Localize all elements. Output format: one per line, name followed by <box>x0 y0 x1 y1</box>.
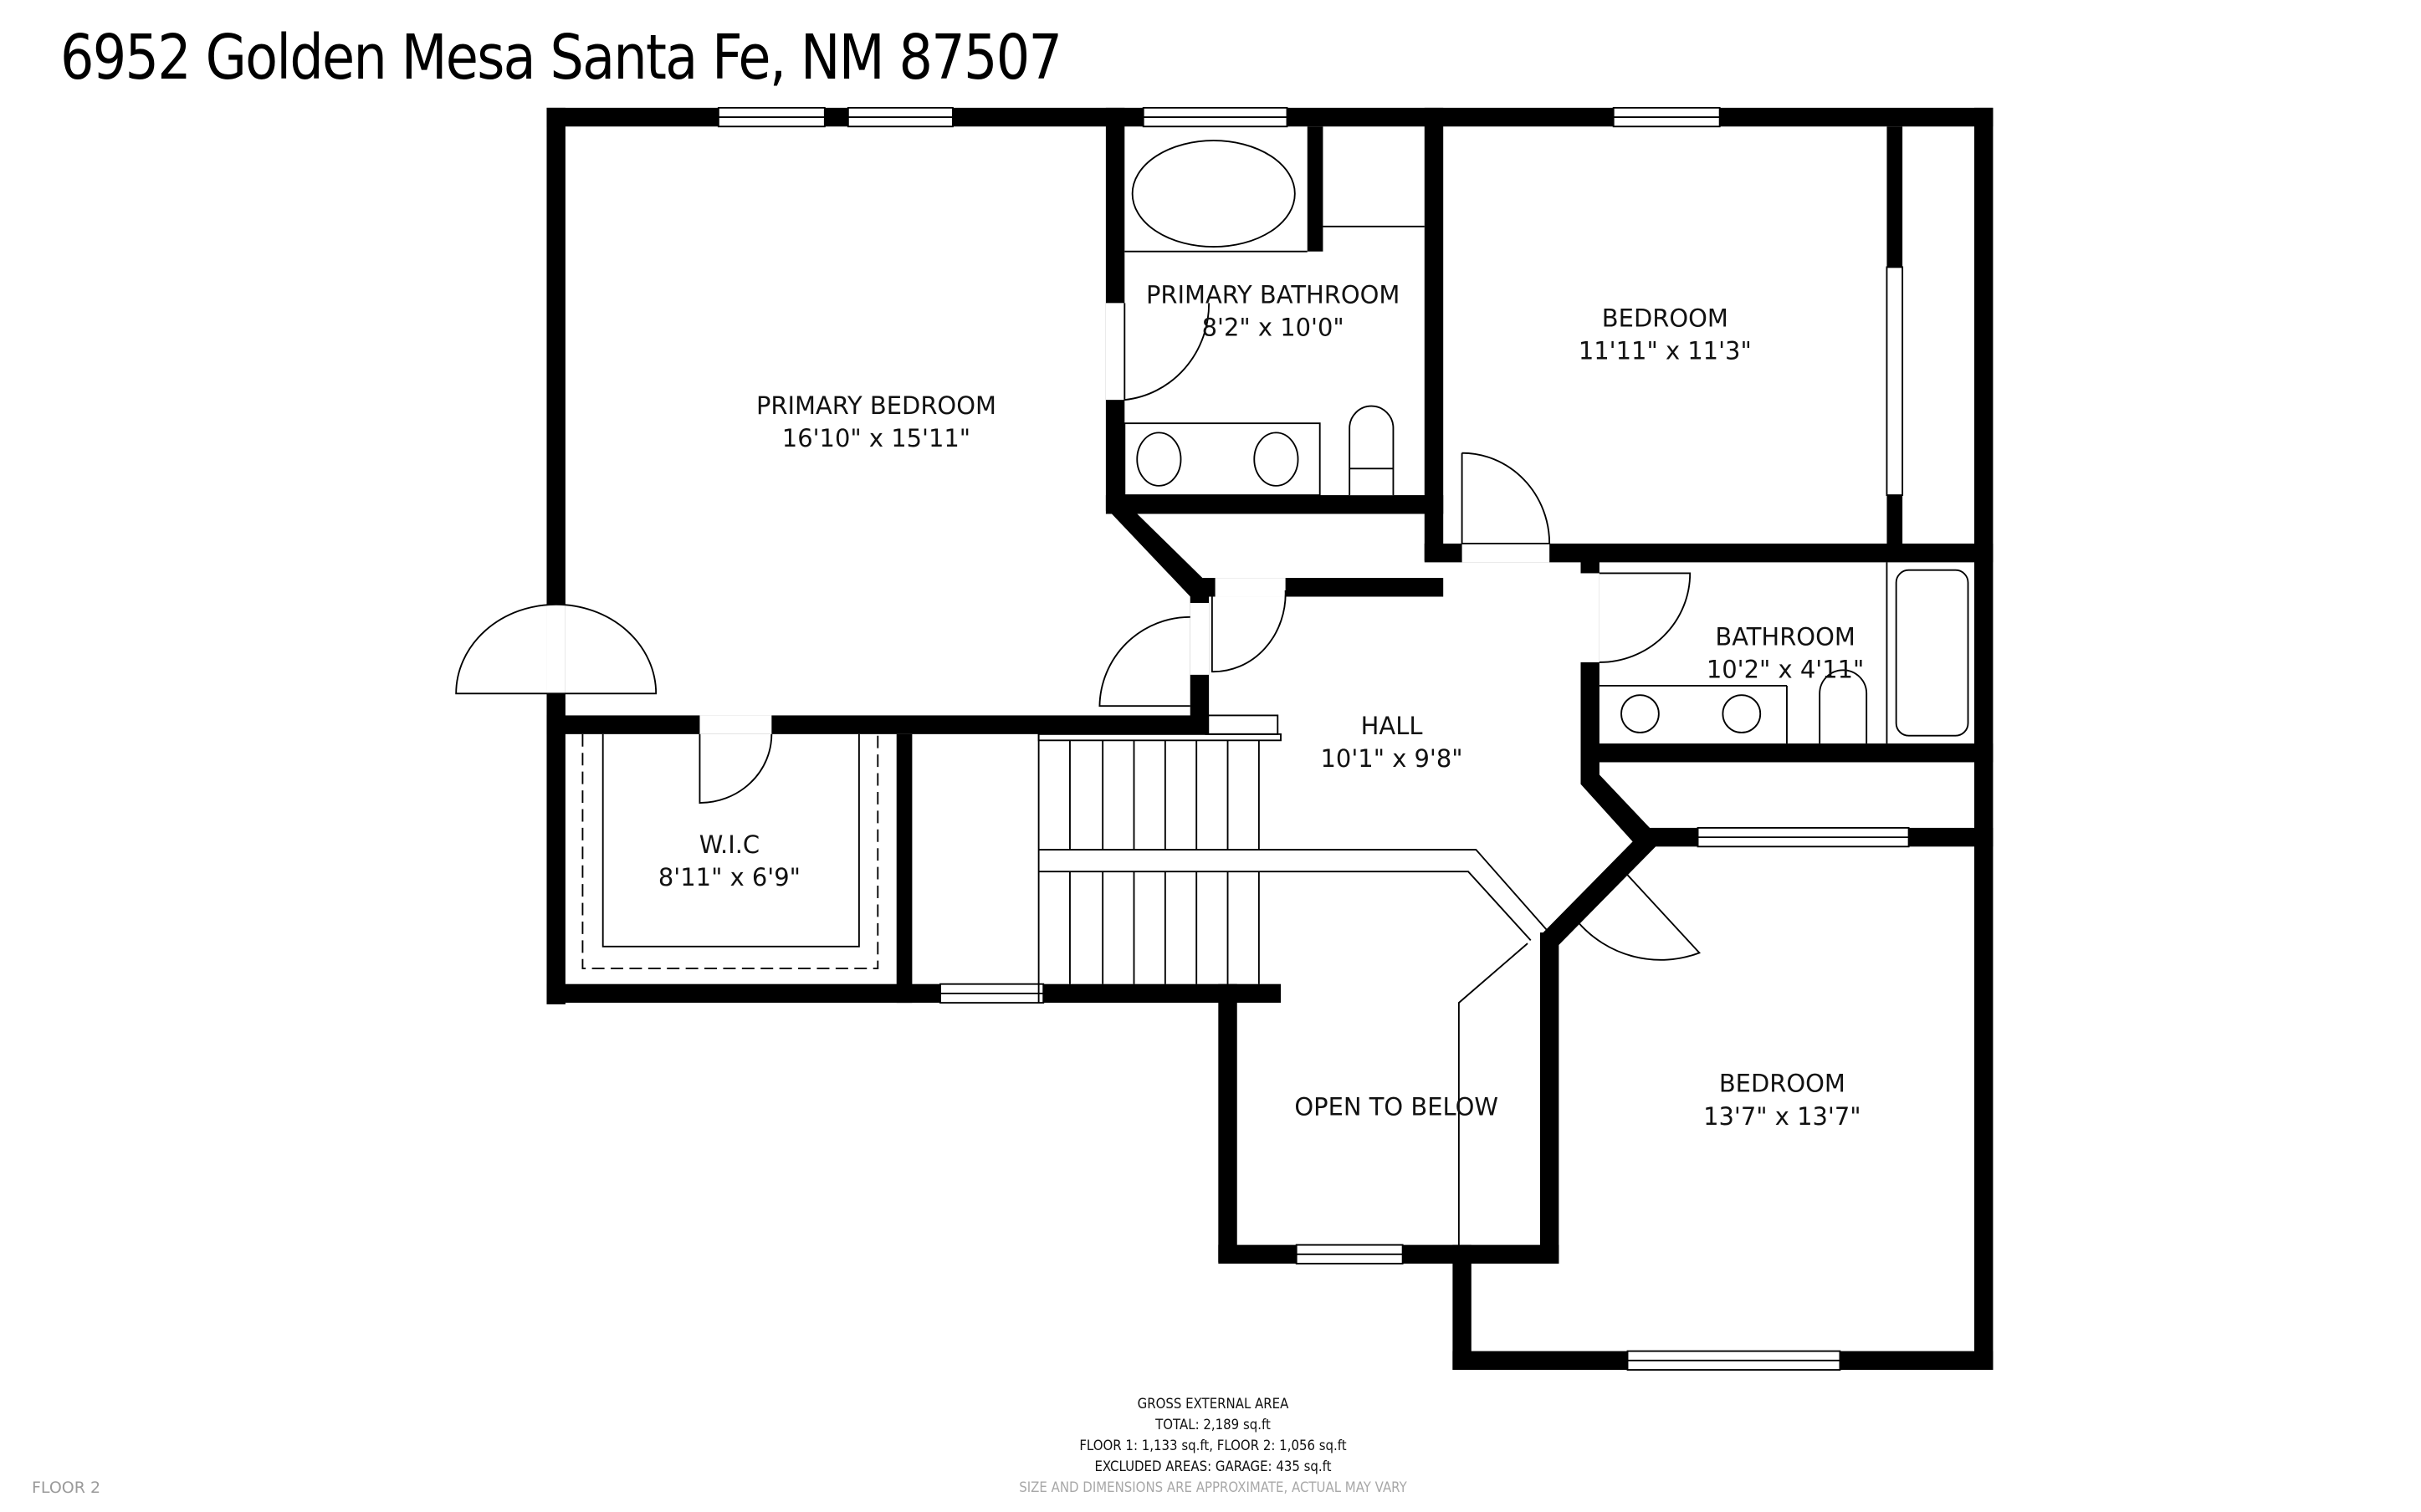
room-name-bathroom: BATHROOM <box>1715 622 1855 651</box>
room-name-bedroom-2: BEDROOM <box>1719 1070 1845 1098</box>
area-floors: FLOOR 1: 1,133 sq.ft, FLOOR 2: 1,056 sq.… <box>1079 1438 1347 1454</box>
toilet-icon <box>1819 669 1868 744</box>
area-excluded: EXCLUDED AREAS: GARAGE: 435 sq.ft <box>1094 1458 1332 1475</box>
room-name-bedroom-1: BEDROOM <box>1602 304 1728 332</box>
room-labels: PRIMARY BEDROOM 16'10" x 15'11" PRIMARY … <box>658 280 1864 1130</box>
door-openings <box>546 303 1599 734</box>
window-sills <box>718 116 1909 1361</box>
room-name-open-to-below: OPEN TO BELOW <box>1294 1093 1498 1121</box>
property-address-title: 6952 Golden Mesa Santa Fe, NM 87507 <box>60 22 1062 94</box>
room-name-hall: HALL <box>1361 712 1423 740</box>
floor-label: FLOOR 2 <box>32 1479 101 1497</box>
bathtub-icon <box>1895 569 1969 737</box>
sink-icon <box>1620 694 1660 733</box>
wic-shelving <box>581 733 879 969</box>
room-dims-bedroom-2: 13'7" x 13'7" <box>1703 1102 1861 1131</box>
bathtub-icon <box>1131 140 1296 248</box>
room-name-wic: W.I.C <box>699 830 760 859</box>
area-disclaimer: SIZE AND DIMENSIONS ARE APPROXIMATE, ACT… <box>1019 1479 1407 1496</box>
door-swings <box>455 303 1702 961</box>
room-dims-wic: 8'11" x 6'9" <box>658 863 801 891</box>
room-dims-bedroom-1: 11'11" x 11'3" <box>1579 337 1752 365</box>
sink-icon <box>1253 432 1299 487</box>
area-summary: GROSS EXTERNAL AREA TOTAL: 2,189 sq.ft F… <box>920 1394 1506 1499</box>
sink-icon <box>1136 432 1182 487</box>
staircase <box>1037 714 1548 1245</box>
room-name-primary-bathroom: PRIMARY BATHROOM <box>1146 280 1400 309</box>
primary-bath-fixtures <box>1123 140 1425 497</box>
room-dims-hall: 10'1" x 9'8" <box>1321 744 1463 773</box>
area-heading: GROSS EXTERNAL AREA <box>1137 1396 1289 1412</box>
room-dims-bathroom: 10'2" x 4'11" <box>1707 656 1864 684</box>
bathroom-fixtures <box>1599 562 1969 744</box>
room-name-primary-bedroom: PRIMARY BEDROOM <box>756 391 996 420</box>
room-dims-primary-bedroom: 16'10" x 15'11" <box>782 424 970 452</box>
toilet-icon <box>1349 405 1395 496</box>
room-dims-primary-bathroom: 8'2" x 10'0" <box>1202 314 1344 342</box>
area-total: TOTAL: 2,189 sq.ft <box>1155 1417 1271 1433</box>
windows <box>717 106 1910 1371</box>
sink-icon <box>1722 694 1762 733</box>
